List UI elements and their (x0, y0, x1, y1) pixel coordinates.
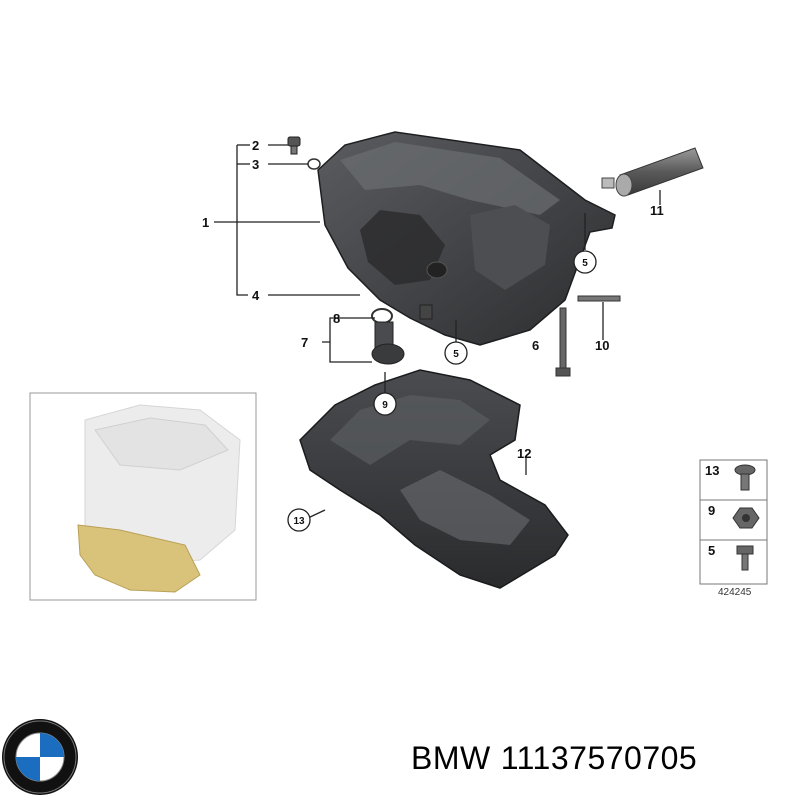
leader-lines (214, 144, 661, 519)
callout-5-circle-b (444, 341, 468, 365)
callout-5a: 5 (582, 258, 588, 269)
legend-9: 9 (708, 503, 715, 518)
sealant-tube (601, 147, 704, 197)
callout-13: 13 (293, 516, 305, 527)
brand-name: BMW (411, 740, 491, 776)
callout-6: 6 (532, 338, 539, 353)
sealing-ring (307, 158, 321, 170)
callout-7: 7 (301, 335, 308, 350)
callout-3: 3 (252, 157, 259, 172)
diagram-number: 424245 (718, 587, 752, 598)
screw-stud (577, 295, 621, 302)
hex-bolt-icon (736, 545, 754, 571)
legend-5: 5 (708, 543, 715, 558)
callout-11: 11 (650, 203, 664, 218)
hex-nut-icon (732, 507, 760, 529)
fastener-legend: 13 9 5 424245 (699, 459, 768, 598)
callout-13-circle (287, 508, 311, 532)
bolt-long (555, 307, 571, 377)
drain-plug (287, 136, 301, 155)
callout-5b: 5 (453, 349, 459, 360)
callout-9: 9 (382, 400, 388, 411)
oil-pan (317, 131, 616, 346)
oil-level-sensor (371, 308, 405, 365)
callout-1: 1 (202, 215, 209, 230)
bmw-logo-icon (2, 719, 78, 795)
engine-inset (29, 392, 257, 601)
callout-4: 4 (252, 288, 260, 303)
callout-10: 10 (595, 338, 609, 353)
callout-12: 12 (517, 446, 531, 461)
clip-icon (734, 464, 756, 491)
callout-5-circle-a (573, 250, 597, 274)
engine-shield (299, 369, 569, 589)
callout-8: 8 (333, 311, 340, 326)
callout-9-circle (373, 392, 397, 416)
callout-2: 2 (252, 138, 259, 153)
legend-13: 13 (705, 463, 719, 478)
part-number: 11137570705 (500, 740, 698, 776)
